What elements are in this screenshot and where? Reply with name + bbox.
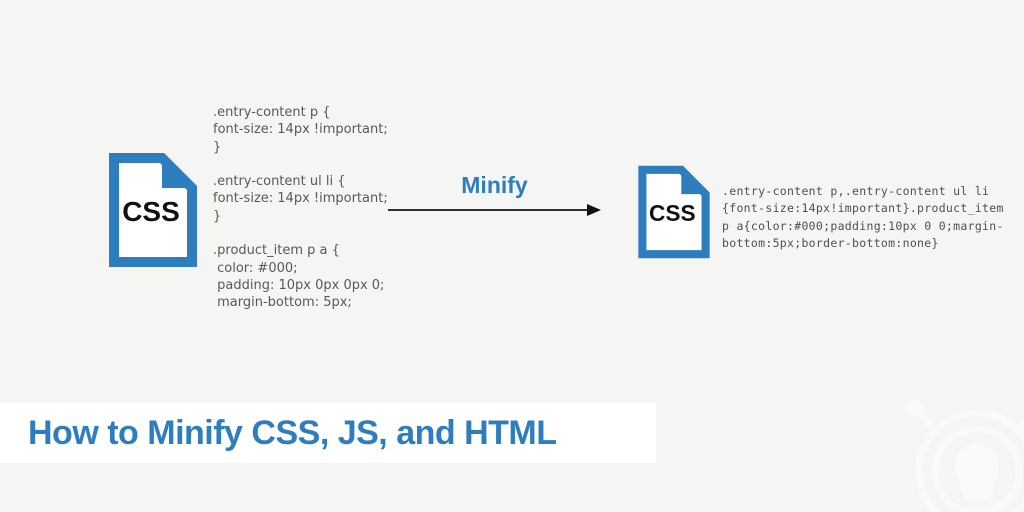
minify-process-label: Minify [461,172,528,198]
css-file-icon: CSS [638,165,710,259]
minified-css-code: .entry-content p,.entry-content ul li {f… [722,184,1004,250]
source-css-code: .entry-content p { font-size: 14px !impo… [213,105,388,311]
file-type-label: CSS [649,200,696,226]
arrow-shaft [388,209,589,211]
title-banner: How to Minify CSS, JS, and HTML [0,403,656,463]
circular-helm-logo-watermark [905,399,1024,512]
file-type-label: CSS [122,196,180,227]
arrow-head [587,204,601,216]
css-file-icon: CSS [109,153,197,267]
right-arrow-icon [388,203,601,217]
page-title: How to Minify CSS, JS, and HTML [28,413,557,452]
